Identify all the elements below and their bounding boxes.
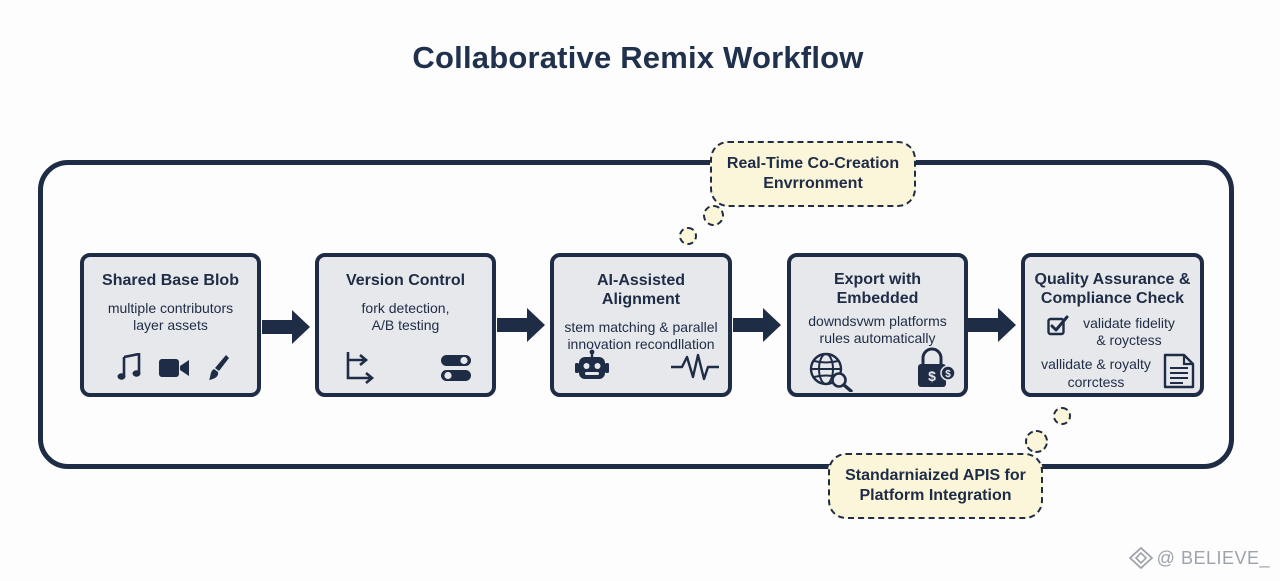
brush-icon [209, 355, 229, 380]
qa-extra-text: vallidate & royalty corrctess [1031, 355, 1161, 391]
callout-real-time-cocreation: Real-Time Co-Creation Envrronment [710, 141, 916, 207]
qa-check-line: validate fidelity [1083, 315, 1175, 331]
step-description: downdsvwm platforms rules automatically [791, 313, 964, 347]
step-description-line: innovation recondllation [567, 336, 715, 352]
step-title-line: Quality Assurance & [1034, 271, 1191, 288]
step-title: Version Control [345, 272, 466, 289]
callout-line: Envrronment [763, 175, 863, 192]
step-title: Shared Base Blob [102, 272, 239, 289]
diagram-title: Collaborative Remix Workflow [412, 40, 864, 75]
watermark-text: @ BELIEVE_ [1156, 547, 1270, 568]
step-title: AI-Assisted Alignment [596, 272, 686, 308]
step-description-line: layer assets [133, 317, 208, 333]
step-description-line: fork detection, [361, 300, 450, 316]
qa-extra-line: corrctess [1067, 374, 1125, 390]
flow-arrow [497, 308, 545, 342]
svg-text:$: $ [945, 369, 951, 380]
qa-check-line: & royctess [1096, 332, 1162, 348]
feedback-loop-border [38, 160, 1234, 469]
video-camera-icon [159, 359, 189, 377]
step-title-line: Export with [833, 271, 922, 288]
flow-arrow [968, 308, 1016, 342]
thought-bubble [1025, 430, 1048, 453]
watermark: @ BELIEVE_ [1128, 547, 1270, 569]
callout-line: Standarniaized APIS for [845, 467, 1026, 484]
checkbox-icon [1047, 315, 1069, 336]
step-description-line: stem matching & parallel [564, 319, 718, 335]
step-description: fork detection, A/B testing [319, 300, 492, 334]
step-export-with-embedded: Export with Embedded downdsvwm platforms… [787, 253, 968, 397]
step-title: Export with Embedded [791, 270, 964, 308]
dollar-lock-icon: $ $ [918, 347, 956, 387]
callout-standardized-apis: Standarniaized APIS for Platform Integra… [828, 453, 1043, 519]
globe-search-icon [809, 352, 853, 392]
step-description: stem matching & parallel innovation reco… [554, 319, 728, 353]
qa-check-text: validate fidelity & royctess [1069, 315, 1189, 349]
step-title: Quality Assurance & Compliance Check [1025, 270, 1200, 308]
step-description-line: A/B testing [371, 317, 440, 333]
step-title-line: Compliance Check [1040, 290, 1185, 307]
robot-icon [575, 349, 609, 379]
step-title-line: Embedded [836, 290, 919, 307]
thought-bubble [1053, 407, 1071, 425]
callout-line: Real-Time Co-Creation [726, 155, 900, 172]
svg-text:$: $ [928, 368, 936, 384]
step-shared-base-blob: Shared Base Blob multiple contributors l… [80, 253, 261, 397]
thought-bubble [703, 205, 724, 226]
waveform-icon [671, 353, 719, 381]
step-version-control: Version Control fork detection, A/B test… [315, 253, 496, 397]
callout-line: Platform Integration [859, 487, 1012, 504]
step-quality-assurance: Quality Assurance & Compliance Check val… [1021, 253, 1204, 397]
toggle-switches-icon [441, 355, 471, 381]
step-description: multiple contributors layer assets [84, 300, 257, 334]
thought-bubble [679, 227, 697, 245]
diamond-logo-icon [1128, 547, 1153, 569]
qa-extra-line: vallidate & royalty [1041, 356, 1151, 372]
music-note-icon [117, 353, 141, 380]
step-description-line: downdsvwm platforms [808, 313, 947, 329]
step-ai-assisted-alignment: AI-Assisted Alignment stem matching & pa… [550, 253, 732, 397]
document-icon [1163, 353, 1195, 389]
fork-arrows-icon [346, 352, 375, 384]
step-description-line: rules automatically [819, 330, 936, 346]
step-description-line: multiple contributors [107, 300, 234, 316]
flow-arrow [262, 310, 310, 344]
flow-arrow [733, 308, 781, 342]
